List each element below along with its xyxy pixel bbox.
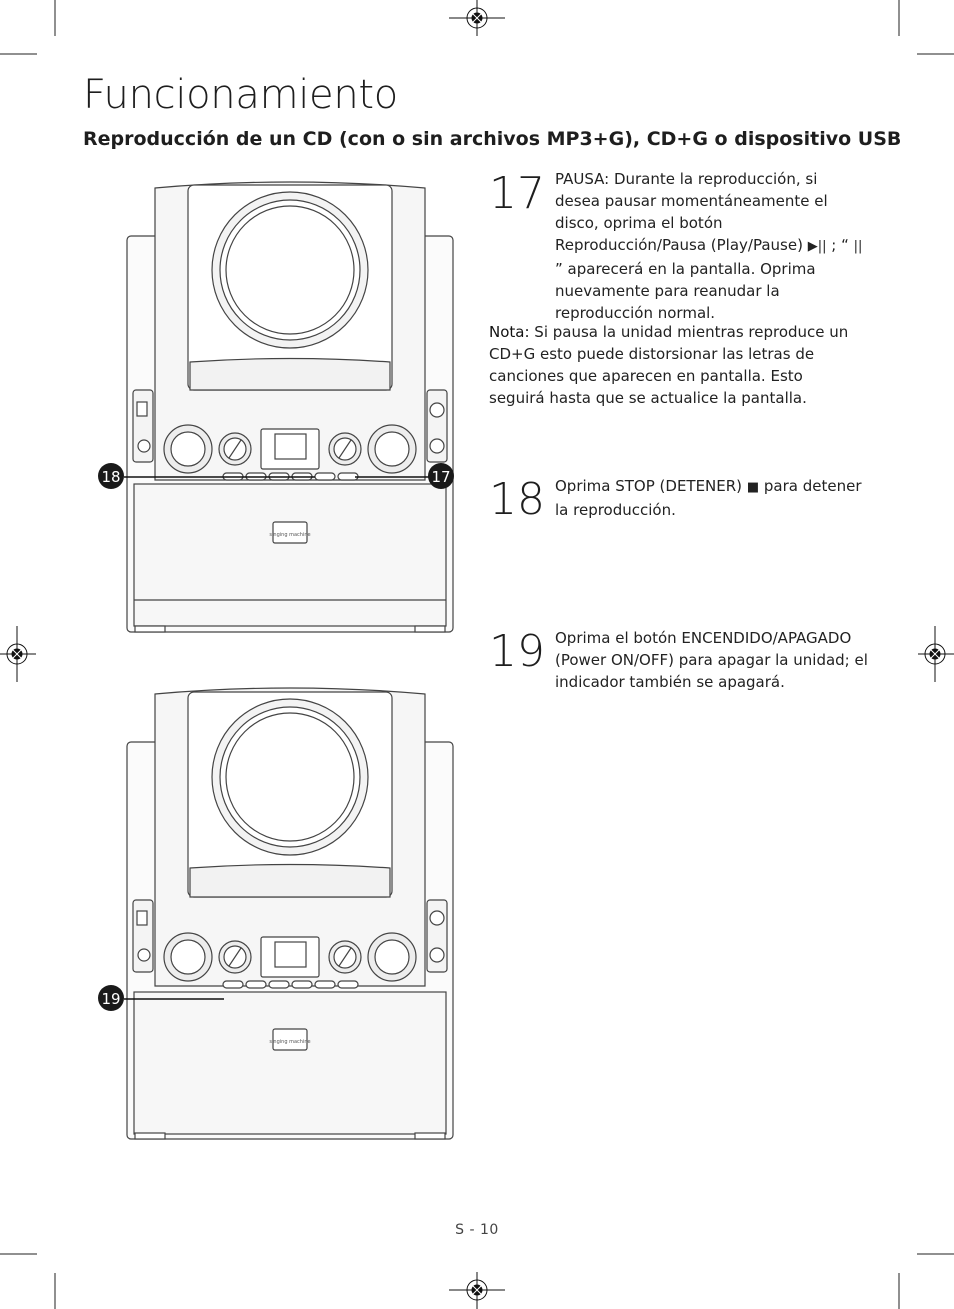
- page-title: Funcionamiento: [83, 72, 398, 118]
- step-18-number: 18: [489, 474, 545, 525]
- step-18-text-before: Oprima STOP (DETENER): [555, 477, 747, 495]
- note-text: Si pausa la unidad mientras reproduce un…: [489, 323, 849, 407]
- callout-19-label: 19: [101, 990, 120, 1008]
- step-17-text-after: ” aparecerá en la pantalla. Oprima nueva…: [555, 260, 816, 322]
- step-18-text-after: para detener la reproducción.: [555, 477, 862, 519]
- callout-18-label: 18: [101, 468, 120, 486]
- device-logo: singing machine: [269, 1039, 310, 1045]
- step-17-number: 17: [489, 168, 545, 219]
- registration-mark-left: [0, 626, 36, 682]
- step-18-text: Oprima STOP (DETENER) ■ para detener la …: [555, 475, 870, 521]
- device-logo: singing machine: [269, 532, 310, 538]
- step-17-text: PAUSA: Durante la reproducción, si desea…: [555, 168, 867, 324]
- callout-17-label: 17: [431, 468, 450, 486]
- page-number: S - 10: [455, 1222, 499, 1238]
- section-subtitle: Reproducción de un CD (con o sin archivo…: [83, 128, 902, 150]
- registration-mark-right: [918, 626, 954, 682]
- step-19-number: 19: [489, 626, 545, 677]
- callout-badge-18: [98, 463, 124, 489]
- callout-badge-17: [428, 463, 454, 489]
- pause-icon: ||: [853, 239, 863, 254]
- registration-mark-top: [449, 0, 505, 36]
- note-label: Nota:: [489, 323, 530, 341]
- step-17-text-before: PAUSA: Durante la reproducción, si desea…: [555, 170, 828, 254]
- registration-mark-bottom: [449, 1272, 505, 1309]
- stop-icon: ■: [746, 480, 760, 495]
- note-block: Nota: Si pausa la unidad mientras reprod…: [489, 321, 861, 409]
- play-pause-icon: ▶||: [807, 239, 827, 254]
- step-17-text-middle: ; “: [826, 236, 854, 254]
- step-19-text: Oprima el botón ENCENDIDO/APAGADO (Power…: [555, 629, 868, 691]
- callout-badge-19: [98, 985, 124, 1011]
